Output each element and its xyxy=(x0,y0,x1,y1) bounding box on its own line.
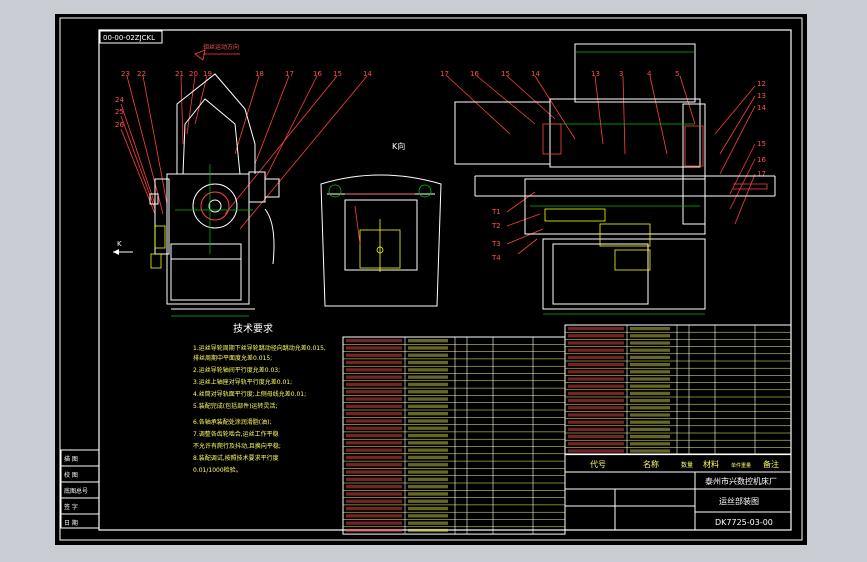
middle-view: K向 xyxy=(320,141,442,307)
drawing-frame xyxy=(59,17,803,541)
svg-text:14: 14 xyxy=(757,104,766,112)
left-strip: 描 图 校 图 底图总号 签 字 日 期 xyxy=(60,449,100,529)
company-name: 泰州市兴数控机床厂 xyxy=(705,476,777,486)
svg-text:T2: T2 xyxy=(491,222,501,230)
tech-line: 1.运丝导轮周期下丝导轮跳动径向跳动允差0.015, xyxy=(193,344,326,352)
arrow-label: K xyxy=(117,240,122,248)
tech-line: 2.运丝导轮轴间平行度允差0.03; xyxy=(193,366,280,374)
strip-label: 校 图 xyxy=(64,471,78,479)
strip-label: 日 期 xyxy=(64,519,78,527)
left-view: 23 22 21 20 19 18 17 16 15 14 24 25 26 xyxy=(113,43,372,317)
svg-text:13: 13 xyxy=(757,92,766,100)
svg-text:16: 16 xyxy=(757,156,766,164)
tech-line: 不允许有爬行及抖动,且换向平稳; xyxy=(193,442,281,450)
tb-header: 单件重量 xyxy=(731,462,751,469)
parts-list xyxy=(342,324,792,535)
tech-line: 4.丝筒对导轨面平行度;上侧母线允差0.01; xyxy=(193,390,306,398)
svg-text:13: 13 xyxy=(591,70,600,78)
title-block: 代号 名称 数量 材料 单件重量 备注 泰州市兴数控机床厂 运丝部装图 DK77… xyxy=(564,453,792,531)
svg-text:22: 22 xyxy=(137,70,146,78)
tech-line: 0.01/1000检验。 xyxy=(193,466,242,474)
svg-text:T1: T1 xyxy=(491,208,501,216)
tech-line: 3.运丝上轴座对导轨平行度允差0.01; xyxy=(193,378,292,386)
svg-text:3: 3 xyxy=(619,70,623,78)
svg-text:12: 12 xyxy=(757,80,766,88)
strip-label: 描 图 xyxy=(64,455,78,463)
tb-header: 数量 xyxy=(681,461,693,469)
tech-line: 6.各轴承装配处涂润滑脂(油); xyxy=(193,418,271,426)
svg-text:4: 4 xyxy=(647,70,652,78)
svg-text:14: 14 xyxy=(363,70,372,78)
svg-text:14: 14 xyxy=(531,70,540,78)
drawing-canvas: 描 图 校 图 底图总号 签 字 日 期 00-00-02ZJCKL xyxy=(55,14,807,545)
svg-text:15: 15 xyxy=(757,140,766,148)
svg-text:5: 5 xyxy=(675,70,679,78)
svg-text:17: 17 xyxy=(757,170,766,178)
svg-text:16: 16 xyxy=(470,70,479,78)
svg-text:17: 17 xyxy=(285,70,294,78)
code-box xyxy=(99,30,163,44)
svg-text:16: 16 xyxy=(313,70,322,78)
svg-text:钼丝运动方向: 钼丝运动方向 xyxy=(203,43,239,51)
svg-text:17: 17 xyxy=(440,70,449,78)
tech-line: 排丝周期中平面度允差0.015; xyxy=(193,354,272,362)
tech-line: 7.调整各齿轮啮合,运丝工作平稳 xyxy=(193,430,279,438)
tech-line: 5.装配完成(包括部件)运转灵活; xyxy=(193,402,277,410)
view-label: K向 xyxy=(392,141,405,151)
svg-text:T4: T4 xyxy=(491,254,501,262)
drawing-number: DK7725-03-00 xyxy=(715,518,773,527)
strip-label: 签 字 xyxy=(64,503,78,511)
svg-text:23: 23 xyxy=(121,70,130,78)
svg-text:24: 24 xyxy=(115,96,124,104)
code-box-text: 00-00-02ZJCKL xyxy=(103,34,155,42)
border-frame xyxy=(98,29,792,531)
svg-text:26: 26 xyxy=(115,121,124,129)
svg-text:T3: T3 xyxy=(491,240,501,248)
tb-header: 代号 xyxy=(590,459,606,469)
svg-text:20: 20 xyxy=(189,70,198,78)
tb-header: 名称 xyxy=(643,459,659,469)
svg-text:15: 15 xyxy=(501,70,510,78)
tb-header: 材料 xyxy=(703,459,719,469)
tech-requirements: 技术要求 1.运丝导轮周期下丝导轮跳动径向跳动允差0.015, 排丝周期中平面度… xyxy=(193,322,326,474)
svg-text:21: 21 xyxy=(175,70,184,78)
svg-text:18: 18 xyxy=(255,70,264,78)
svg-text:25: 25 xyxy=(115,108,124,116)
tb-header: 备注 xyxy=(763,459,779,469)
tech-title: 技术要求 xyxy=(233,322,273,335)
svg-text:15: 15 xyxy=(333,70,342,78)
svg-text:19: 19 xyxy=(203,70,212,78)
strip-label: 底图总号 xyxy=(64,487,88,495)
drawing-svg: 描 图 校 图 底图总号 签 字 日 期 00-00-02ZJCKL xyxy=(59,17,803,541)
drawing-name: 运丝部装图 xyxy=(719,496,759,506)
tech-line: 8.装配调试,按照技术要求平行度 xyxy=(193,454,279,462)
